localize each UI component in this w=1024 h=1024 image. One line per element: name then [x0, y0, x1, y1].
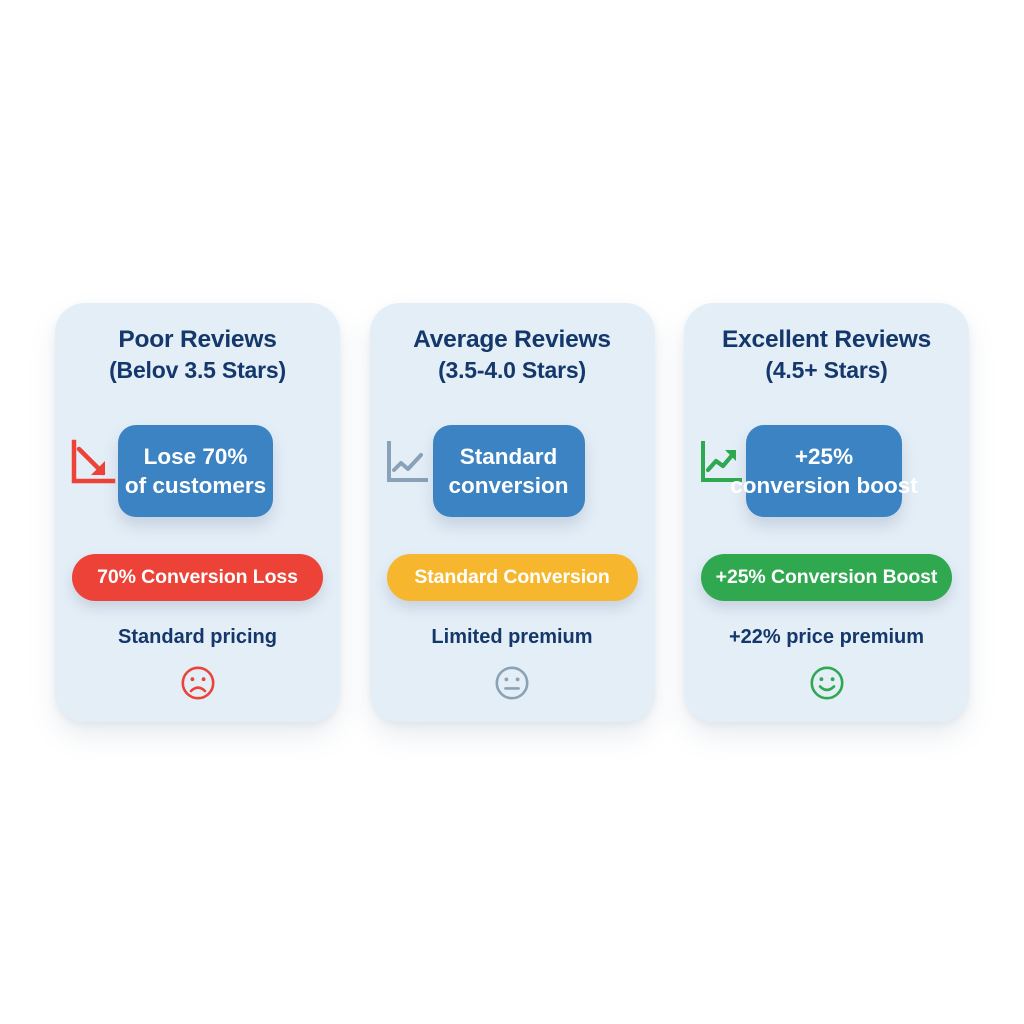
chart-declining-arrow-icon	[71, 439, 116, 484]
card-subtitle-text: (4.5+ Stars)	[765, 357, 888, 383]
card-poor-reviews: Poor Reviews (Belov 3.5 Stars) Lose 70% …	[55, 303, 340, 722]
badge-line-2: of customers	[124, 473, 267, 498]
card-title-text: Poor Reviews	[118, 326, 277, 353]
pricing-note-excellent: +22% price premium	[728, 626, 925, 648]
card-title-poor: Poor Reviews (Belov 3.5 Stars)	[55, 324, 340, 386]
neutral-face-icon	[495, 666, 529, 700]
badge-line-2: conversion	[448, 473, 569, 498]
badge-line-1: Lose 70%	[143, 444, 248, 469]
card-title-text: Excellent Reviews	[721, 326, 932, 353]
happy-face-icon	[810, 666, 843, 700]
sad-face-icon	[181, 666, 214, 700]
card-average-reviews: Average Reviews (3.5-4.0 Stars) Standard…	[369, 303, 655, 722]
status-badge-standard-conversion: Standard Conversion	[386, 554, 638, 601]
metric-band-excellent: +25% conversion boost	[684, 425, 969, 521]
card-subtitle-text: (3.5-4.0 Stars)	[438, 357, 586, 383]
card-subtitle-text: (Belov 3.5 Stars)	[109, 357, 286, 383]
card-title-excellent: Excellent Reviews (4.5+ Stars)	[684, 324, 969, 386]
badge-line-2: conversion boost	[730, 473, 918, 498]
metric-band-poor: Lose 70% of customers	[55, 425, 340, 521]
card-title-text: Average Reviews	[413, 326, 611, 353]
card-title-average: Average Reviews (3.5-4.0 Stars)	[370, 324, 655, 386]
pricing-note-poor: Standard pricing	[118, 626, 277, 648]
chart-flat-line-icon	[386, 441, 428, 482]
metric-band-average: Standard conversion	[370, 425, 655, 521]
pricing-note-average: Limited premium	[431, 626, 593, 648]
badge-average-conversion: Standard conversion	[432, 425, 585, 517]
badge-excellent-conversion: +25% conversion boost	[730, 425, 918, 517]
status-badge-conversion-loss: 70% Conversion Loss	[72, 554, 323, 601]
status-badge-conversion-boost: +25% Conversion Boost	[701, 554, 952, 601]
chart-rising-arrow-icon	[701, 441, 742, 482]
badge-line-1: +25%	[794, 444, 854, 469]
badge-line-1: Standard	[459, 444, 558, 469]
card-excellent-reviews: Excellent Reviews (4.5+ Stars) +25% conv…	[684, 303, 969, 722]
review-tier-card-row: Poor Reviews (Belov 3.5 Stars) Lose 70% …	[55, 303, 969, 723]
badge-poor-conversion: Lose 70% of customers	[118, 425, 273, 517]
